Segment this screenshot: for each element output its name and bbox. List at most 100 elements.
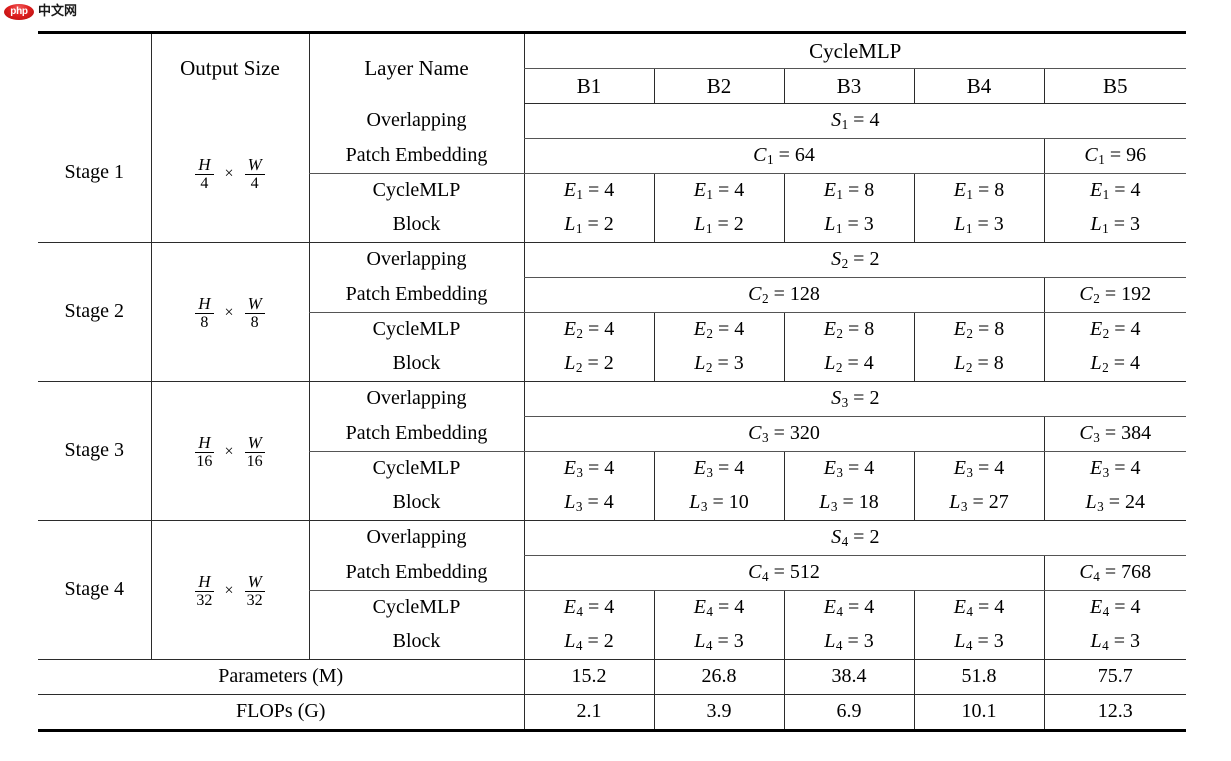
summary-value-b3: 38.4	[783, 659, 914, 695]
stage-expansion-b4: E1=8	[913, 173, 1044, 208]
header-output-size: Output Size	[150, 31, 309, 104]
stage-depth-b1: L4=2	[523, 625, 654, 660]
math-expression: L4=3	[954, 629, 1004, 654]
summary-value-b5: 75.7	[1043, 659, 1187, 695]
math-expression: E4=4	[953, 595, 1005, 620]
stage-row-patch-embed-2: Patch Embedding C3=320 C3=384	[38, 416, 1187, 452]
layer-name-line1: Overlapping	[308, 242, 524, 278]
stage-expansion-b5: E4=4	[1043, 590, 1187, 625]
math-expression: L4=3	[694, 629, 744, 654]
math-expression: E2=4	[563, 317, 615, 342]
summary-value-b2: 26.8	[653, 659, 784, 695]
stage-depth-b1: L1=2	[523, 208, 654, 243]
math-expression: E2=8	[953, 317, 1005, 342]
math-expression: E3=4	[1089, 456, 1141, 481]
stage-depth-b5: L4=3	[1043, 625, 1187, 660]
math-expression: E1=4	[563, 178, 615, 203]
header-model-b1: B1	[523, 68, 654, 104]
summary-value-b1: 2.1	[523, 694, 654, 732]
stage-expansion-b1: E4=4	[523, 590, 654, 625]
layer-name-line2: Patch Embedding	[308, 277, 524, 313]
stage-depth-b4: L1=3	[913, 208, 1044, 243]
math-expression: L2=4	[824, 351, 874, 376]
stage-depth-b2: L4=3	[653, 625, 784, 660]
math-expression: E1=4	[693, 178, 745, 203]
math-expression: C1=64	[753, 143, 815, 168]
stage-expansion-b5: E2=4	[1043, 312, 1187, 347]
stage-channels-b5: C4=768	[1043, 555, 1187, 591]
layer-name-line2: Patch Embedding	[308, 138, 524, 174]
math-expression: E3=4	[953, 456, 1005, 481]
layer-name-block-line2: Block	[308, 486, 524, 521]
stage-label: Stage 2	[38, 242, 151, 382]
stage-expansion-b3: E3=4	[783, 451, 914, 486]
math-expression: E1=8	[823, 178, 875, 203]
summary-value-b4: 51.8	[913, 659, 1044, 695]
math-expression: L3=27	[949, 490, 1009, 515]
summary-value-b5: 12.3	[1043, 694, 1187, 732]
math-expression: L4=2	[564, 629, 614, 654]
header-group-cyclemlp: CycleMLP	[523, 31, 1187, 69]
stage-depth-b4: L2=8	[913, 347, 1044, 382]
stage-expansion-b5: E1=4	[1043, 173, 1187, 208]
math-expression: L2=8	[954, 351, 1004, 376]
stage-depth-b5: L3=24	[1043, 486, 1187, 521]
stage-channels-main: C2=128	[523, 277, 1044, 313]
math-expression: E4=4	[823, 595, 875, 620]
math-expression: E2=8	[823, 317, 875, 342]
stage-depth-b1: L3=4	[523, 486, 654, 521]
stage-expansion-b2: E1=4	[653, 173, 784, 208]
watermark-logo: php 中文网	[4, 3, 77, 21]
math-expression: L2=4	[1090, 351, 1141, 376]
math-expression: L3=10	[689, 490, 749, 515]
math-expression: C3=320	[748, 421, 820, 446]
stage-depth-b3: L1=3	[783, 208, 914, 243]
math-expression: L1=2	[564, 212, 614, 237]
stage-channels-b5: C1=96	[1043, 138, 1187, 174]
math-expression: L1=3	[1090, 212, 1141, 237]
stage-channels-b5: C3=384	[1043, 416, 1187, 452]
stage-stride-value: S2=2	[523, 242, 1187, 278]
math-expression: E2=4	[693, 317, 745, 342]
stage-channels-main: C4=512	[523, 555, 1044, 591]
math-expression: L4=3	[824, 629, 874, 654]
layer-name-line1: Overlapping	[308, 381, 524, 417]
math-expression: L3=24	[1085, 490, 1146, 515]
layer-name-line2: Patch Embedding	[308, 416, 524, 452]
stage-expansion-b4: E4=4	[913, 590, 1044, 625]
summary-value-b3: 6.9	[783, 694, 914, 732]
header-model-b5: B5	[1043, 68, 1187, 104]
stage-depth-b4: L4=3	[913, 625, 1044, 660]
stage-expansion-b3: E4=4	[783, 590, 914, 625]
math-expression: S1=4	[831, 108, 880, 133]
stage-depth-b3: L3=18	[783, 486, 914, 521]
layer-name-block-line2: Block	[308, 625, 524, 660]
stage-channels-main: C1=64	[523, 138, 1044, 174]
math-expression: S2=2	[831, 247, 880, 272]
stage-channels-main: C3=320	[523, 416, 1044, 452]
stage-channels-b5: C2=192	[1043, 277, 1187, 313]
layer-name-line1: Overlapping	[308, 520, 524, 556]
math-expression: E4=4	[563, 595, 615, 620]
math-expression: E3=4	[563, 456, 615, 481]
math-expression: C2=192	[1079, 282, 1152, 307]
stage-expansion-b1: E2=4	[523, 312, 654, 347]
stage-depth-b4: L3=27	[913, 486, 1044, 521]
stage-depth-b3: L4=3	[783, 625, 914, 660]
stage-expansion-b5: E3=4	[1043, 451, 1187, 486]
math-expression: E3=4	[823, 456, 875, 481]
php-badge-icon: php	[4, 4, 34, 20]
